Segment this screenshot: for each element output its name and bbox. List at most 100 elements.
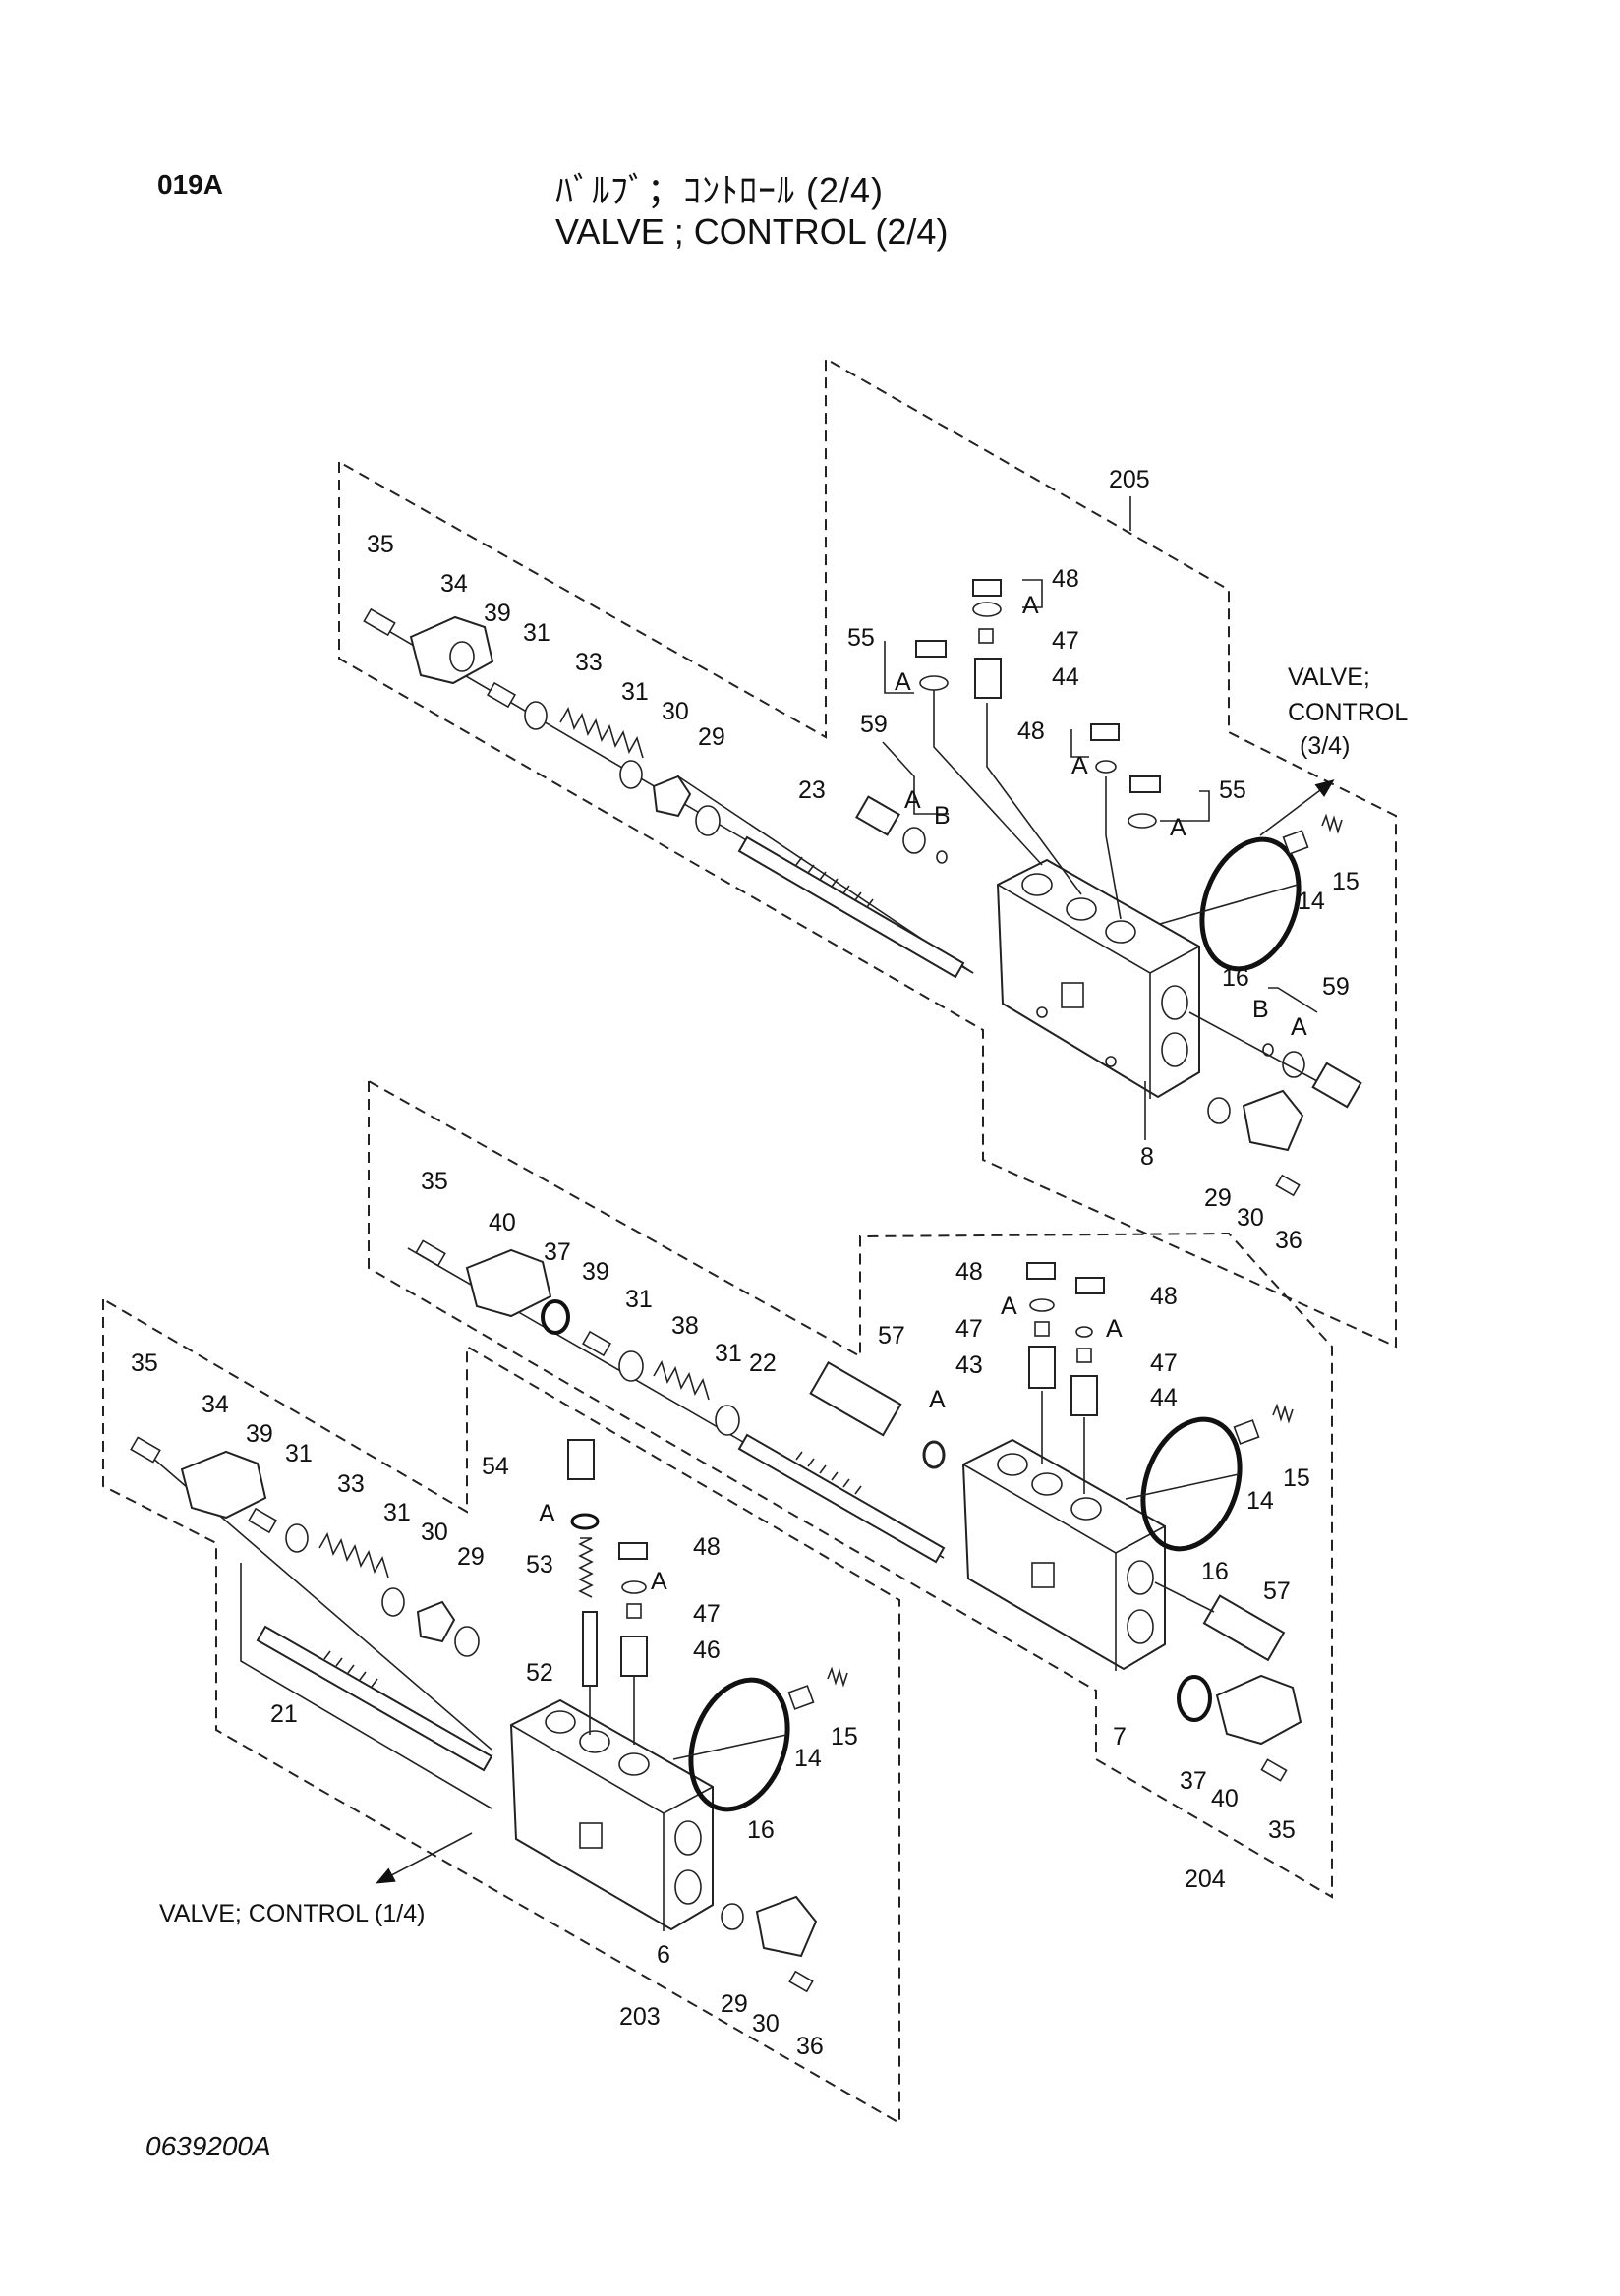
poppet-43 bbox=[1028, 1346, 1056, 1389]
plug-54 bbox=[567, 1439, 595, 1480]
assembly-outline-204 bbox=[368, 1080, 1333, 1899]
callout: 40 bbox=[1211, 1785, 1239, 1812]
callout: 47 bbox=[693, 1600, 721, 1628]
callout: 29 bbox=[698, 723, 725, 751]
callout: A bbox=[904, 786, 921, 814]
callout: 33 bbox=[337, 1470, 365, 1498]
callout: 33 bbox=[575, 649, 603, 676]
callout: 48 bbox=[955, 1258, 983, 1286]
drawing-number: 0639200A bbox=[145, 2131, 271, 2161]
callout: 30 bbox=[421, 1519, 448, 1546]
callout: 29 bbox=[721, 1990, 748, 2018]
callout: 35 bbox=[131, 1349, 158, 1377]
callout: A bbox=[1022, 592, 1039, 619]
callout: 21 bbox=[270, 1700, 298, 1728]
callout: 36 bbox=[796, 2033, 824, 2060]
callout: 6 bbox=[657, 1941, 670, 1969]
callout: 59 bbox=[860, 711, 888, 738]
plug-48-right bbox=[1090, 723, 1120, 741]
callout: A bbox=[929, 1386, 946, 1413]
spool-21 bbox=[256, 1625, 493, 1772]
valve-body-8 bbox=[996, 858, 1200, 1099]
callout: 55 bbox=[1219, 776, 1246, 804]
callout: 30 bbox=[752, 2010, 780, 2038]
cross-ref-control-3-line1: VALVE; bbox=[1288, 663, 1370, 691]
callout: 36 bbox=[1275, 1227, 1302, 1254]
plug-59 bbox=[855, 795, 900, 836]
callout: 31 bbox=[523, 619, 550, 647]
cover-34-bottom bbox=[180, 1450, 267, 1520]
callout: A bbox=[1106, 1315, 1123, 1343]
callout: 30 bbox=[1237, 1204, 1264, 1232]
callout: 47 bbox=[1150, 1349, 1178, 1377]
callout: 44 bbox=[1150, 1384, 1178, 1411]
valve-body-7 bbox=[961, 1438, 1166, 1671]
callout: 15 bbox=[831, 1723, 858, 1751]
callout: 43 bbox=[955, 1351, 983, 1379]
cover-40-right bbox=[1215, 1674, 1302, 1746]
callout: 16 bbox=[1201, 1558, 1229, 1585]
middle-assembly bbox=[407, 1239, 1302, 1782]
callout: 16 bbox=[1222, 964, 1249, 992]
callout: 35 bbox=[367, 531, 394, 558]
callout: 37 bbox=[1180, 1767, 1207, 1795]
callout: 31 bbox=[715, 1340, 742, 1367]
assembly-outline-205 bbox=[338, 357, 1397, 1349]
o-ring-16-top bbox=[1199, 836, 1302, 972]
plug-55-top bbox=[915, 640, 947, 658]
callout: 31 bbox=[383, 1499, 411, 1526]
callout: 54 bbox=[482, 1453, 509, 1480]
callout: 15 bbox=[1332, 868, 1360, 895]
bolt-35 bbox=[363, 607, 396, 637]
callout: B bbox=[1252, 996, 1269, 1023]
callout: 39 bbox=[582, 1258, 609, 1286]
callout: 22 bbox=[749, 1349, 777, 1377]
callout: 40 bbox=[489, 1209, 516, 1236]
callout: 53 bbox=[526, 1551, 553, 1578]
callout: 31 bbox=[625, 1286, 653, 1313]
callout: 29 bbox=[1204, 1184, 1232, 1212]
callout: 16 bbox=[747, 1816, 775, 1844]
callout: 46 bbox=[693, 1636, 721, 1664]
callout: 31 bbox=[621, 678, 649, 706]
callout: 37 bbox=[544, 1238, 571, 1266]
poppet-44 bbox=[974, 658, 1002, 699]
callout: 39 bbox=[246, 1420, 273, 1448]
callout: 57 bbox=[878, 1322, 905, 1349]
spool-52 bbox=[582, 1611, 598, 1687]
poppet-46 bbox=[620, 1636, 648, 1677]
callout: 30 bbox=[662, 698, 689, 725]
o-ring-16-bottom bbox=[688, 1677, 790, 1812]
callout: 44 bbox=[1052, 663, 1079, 691]
valve-body-6 bbox=[509, 1698, 714, 1931]
assembly-ref-203: 203 bbox=[619, 2003, 661, 2031]
callout: 7 bbox=[1113, 1723, 1127, 1751]
cross-ref-control-1: VALVE; CONTROL (1/4) bbox=[159, 1900, 425, 1927]
top-assembly bbox=[363, 579, 1362, 1197]
spring-33 bbox=[559, 706, 644, 759]
callout: A bbox=[539, 1500, 555, 1527]
callout: 35 bbox=[421, 1168, 448, 1195]
callout: 48 bbox=[1150, 1283, 1178, 1310]
callout: A bbox=[1170, 814, 1186, 841]
assembly-ref-205: 205 bbox=[1109, 466, 1150, 493]
o-ring-16-middle bbox=[1140, 1416, 1243, 1552]
cross-ref-control-3-line2: CONTROL bbox=[1288, 699, 1408, 726]
page-code: 019A bbox=[157, 169, 223, 200]
spool-23 bbox=[737, 835, 965, 979]
callout: 47 bbox=[1052, 627, 1079, 655]
callout: 8 bbox=[1140, 1143, 1154, 1171]
callout: 29 bbox=[457, 1543, 485, 1571]
callout: 14 bbox=[1298, 888, 1325, 915]
assembly-outline-203 bbox=[102, 1298, 900, 2125]
top-leaders bbox=[882, 496, 1318, 1140]
callout: 47 bbox=[955, 1315, 983, 1343]
callout: 48 bbox=[1052, 565, 1079, 593]
callout: 14 bbox=[1246, 1487, 1274, 1515]
callout: 14 bbox=[794, 1745, 822, 1772]
spool-22 bbox=[737, 1433, 946, 1564]
callout: A bbox=[651, 1568, 667, 1595]
callout: 59 bbox=[1322, 973, 1350, 1001]
title-english: VALVE ; CONTROL (2/4) bbox=[555, 211, 949, 252]
title-japanese: ﾊﾞﾙﾌﾞ；ｺﾝﾄﾛｰﾙ (2/4) bbox=[555, 170, 885, 210]
